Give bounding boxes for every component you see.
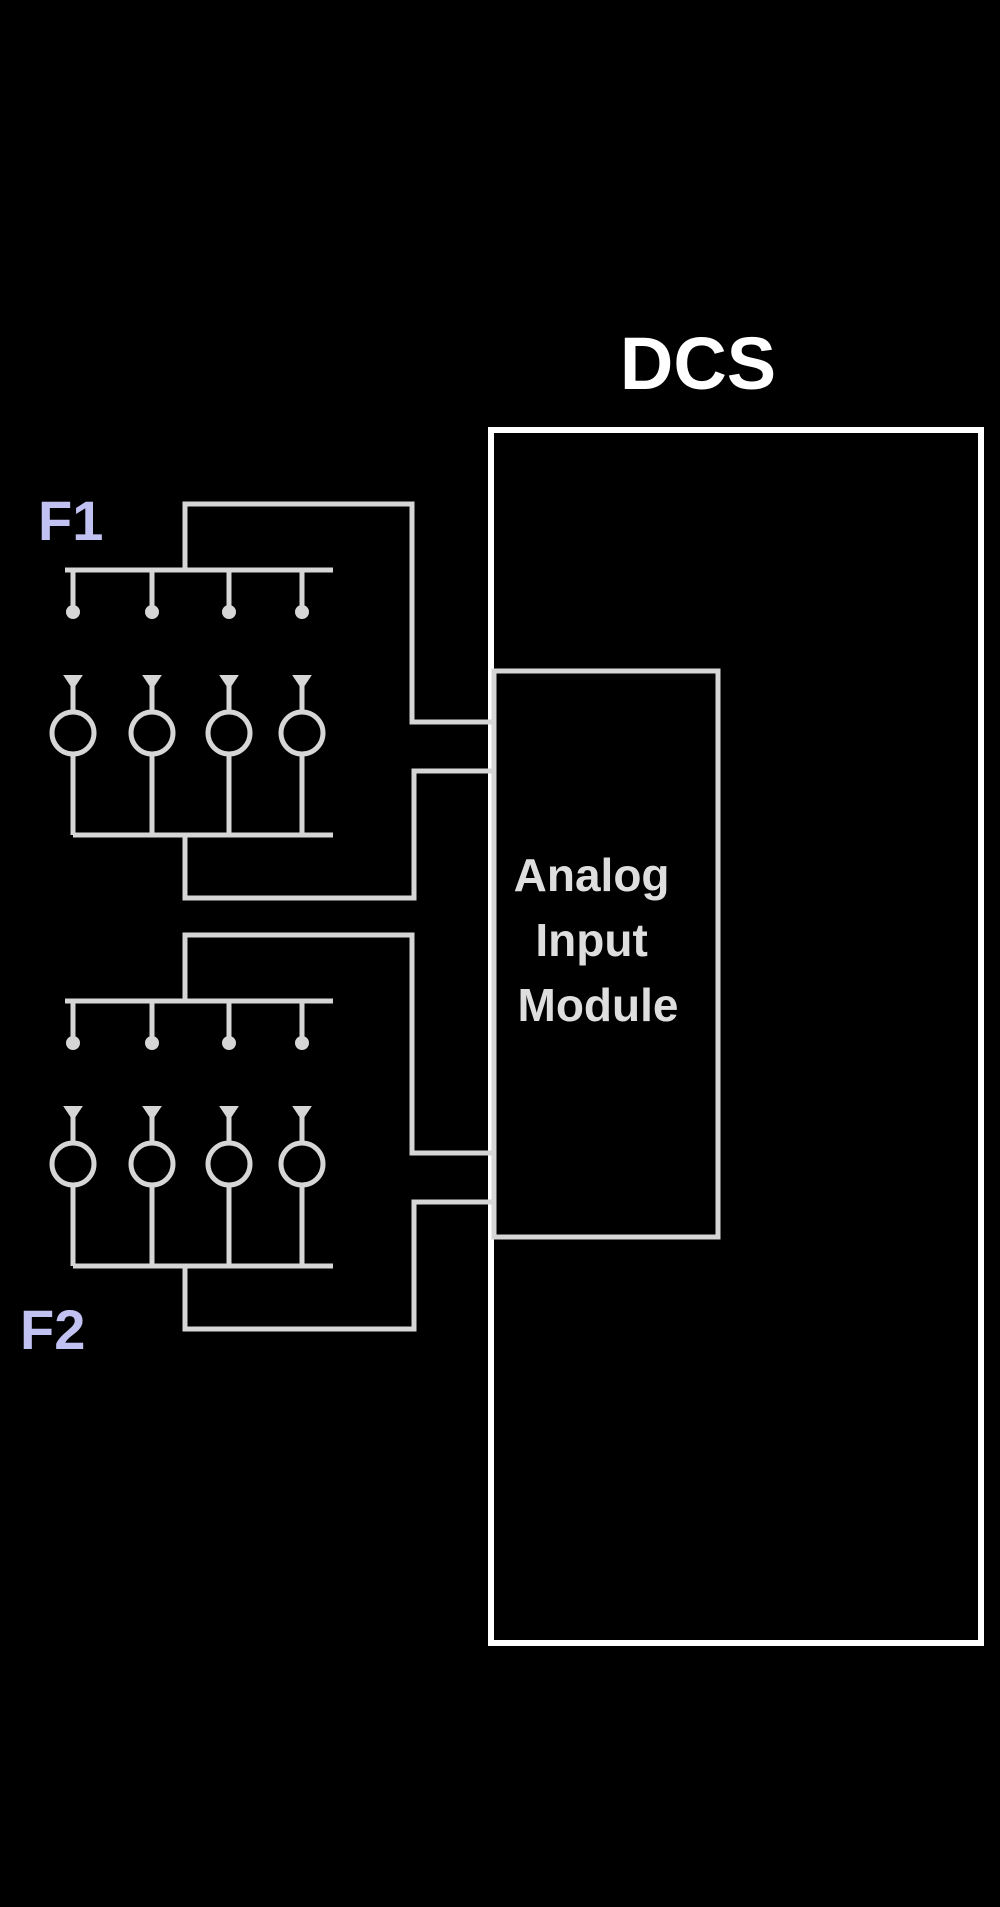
f1-bottom-loop-wire [182, 768, 492, 901]
dcs-box [488, 427, 984, 1646]
analog-input-module-box [491, 668, 721, 1240]
field-group-label-f1: F1 [38, 489, 103, 552]
f1-lower-terminal-2 [142, 675, 162, 690]
field-group-f2 [49, 932, 492, 1332]
field-group-label-f2: F2 [20, 1298, 85, 1361]
f2-upper-terminal-3 [222, 1036, 236, 1050]
f1-transmitter-3 [205, 709, 253, 757]
analog-input-module-label: Analog Input Module [514, 849, 683, 1031]
f2-lower-terminal-1 [63, 1106, 83, 1121]
dcs-title: DCS [620, 322, 776, 405]
f1-lower-terminal-3 [219, 675, 239, 690]
f1-transmitter-4 [278, 709, 326, 757]
f2-upper-terminal-1 [66, 1036, 80, 1050]
f2-bottom-loop-wire [182, 1199, 492, 1332]
f2-upper-terminal-2 [145, 1036, 159, 1050]
f1-upper-terminal-2 [145, 605, 159, 619]
f1-lower-terminal-4 [292, 675, 312, 690]
f2-lower-terminal-2 [142, 1106, 162, 1121]
f2-transmitter-1 [49, 1140, 97, 1188]
field-group-f1 [49, 501, 492, 901]
f2-lower-terminal-3 [219, 1106, 239, 1121]
f1-upper-terminal-3 [222, 605, 236, 619]
f1-upper-terminal-1 [66, 605, 80, 619]
f1-lower-terminal-1 [63, 675, 83, 690]
f2-transmitter-4 [278, 1140, 326, 1188]
module-label-line-1: Analog [514, 849, 670, 901]
f2-top-loop-wire [182, 932, 492, 1156]
f1-transmitter-1 [49, 709, 97, 757]
f1-upper-terminal-4 [295, 605, 309, 619]
f1-top-loop-wire [182, 501, 492, 725]
f2-upper-terminal-4 [295, 1036, 309, 1050]
f1-transmitter-2 [128, 709, 176, 757]
module-label-line-3: Module [518, 979, 679, 1031]
f2-transmitter-2 [128, 1140, 176, 1188]
f2-transmitter-3 [205, 1140, 253, 1188]
f2-lower-terminal-4 [292, 1106, 312, 1121]
module-label-line-2: Input [535, 914, 647, 966]
